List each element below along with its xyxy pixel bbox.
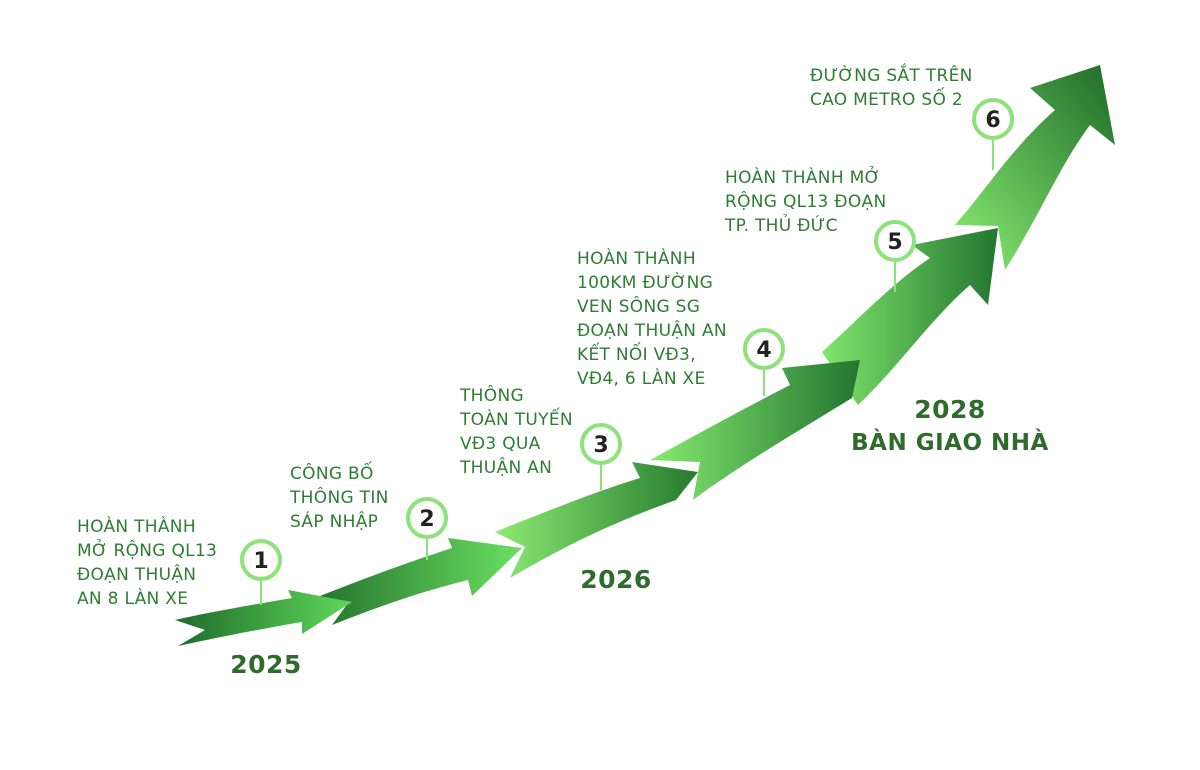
marker-6: 6 [972, 98, 1014, 170]
marker-5-number: 5 [887, 230, 902, 255]
step-2-line: THÔNG TIN [290, 488, 389, 508]
year-2028: 2028 [914, 395, 986, 424]
arrow-segment-3 [495, 462, 698, 578]
step-1-label: HOÀN THÀNH MỞ RỘNG QL13 ĐOẠN THUẬN AN 8 … [77, 515, 217, 611]
step-3-label: THÔNG TOÀN TUYẾN VĐ3 QUA THUẬN AN [460, 384, 573, 480]
year-2028-caption: BÀN GIAO NHÀ [851, 430, 1049, 456]
arrow-segment-6 [955, 65, 1115, 270]
step-3-line: THUẬN AN [460, 458, 553, 478]
marker-1: 1 [240, 539, 282, 605]
arrow-segment-4 [650, 360, 860, 500]
step-1-line: HOÀN THÀNH [77, 517, 196, 537]
step-4-line: VEN SÔNG SG [577, 297, 701, 317]
step-5-label: HOÀN THÀNH MỞ RỘNG QL13 ĐOẠN TP. THỦ ĐỨC [725, 166, 886, 238]
marker-5: 5 [874, 220, 916, 292]
step-3-line: THÔNG [460, 386, 524, 406]
marker-3-number: 3 [593, 433, 608, 458]
step-4-line: HOÀN THÀNH [577, 249, 696, 269]
step-1-line: AN 8 LÀN XE [77, 589, 189, 609]
step-1-line: MỞ RỘNG QL13 [77, 541, 218, 561]
marker-2-number: 2 [419, 507, 434, 532]
step-5-line: RỘNG QL13 ĐOẠN [725, 192, 887, 212]
arrow-segment-5 [822, 228, 998, 405]
step-4-label: HOÀN THÀNH 100KM ĐƯỜNG VEN SÔNG SG ĐOẠN … [577, 247, 727, 391]
marker-3: 3 [580, 423, 622, 490]
step-4-line: KẾT NỐI VĐ3, [577, 345, 696, 365]
year-2026: 2026 [580, 565, 652, 594]
step-4-line: VĐ4, 6 LÀN XE [577, 369, 706, 389]
step-6-line: CAO METRO SỐ 2 [810, 90, 963, 110]
step-6-label: ĐƯỜNG SẮT TRÊN CAO METRO SỐ 2 [810, 64, 973, 112]
marker-1-number: 1 [253, 549, 268, 574]
step-2-line: CÔNG BỐ [290, 464, 374, 484]
step-5-line: HOÀN THÀNH MỞ [725, 168, 881, 188]
arrow-segment-2 [310, 538, 522, 625]
step-1-line: ĐOẠN THUẬN [77, 565, 197, 585]
step-4-line: 100KM ĐƯỜNG [577, 273, 714, 293]
step-3-line: VĐ3 QUA [460, 434, 541, 454]
step-3-line: TOÀN TUYẾN [460, 410, 573, 430]
step-2-label: CÔNG BỐ THÔNG TIN SÁP NHẬP [290, 462, 389, 534]
step-5-line: TP. THỦ ĐỨC [725, 216, 838, 236]
step-4-line: ĐOẠN THUẬN AN [577, 321, 727, 341]
step-6-line: ĐƯỜNG SẮT TRÊN [810, 66, 973, 86]
marker-4-number: 4 [756, 338, 771, 363]
arrow-segment-1 [175, 590, 352, 646]
step-2-line: SÁP NHẬP [290, 512, 379, 532]
year-2025: 2025 [230, 650, 302, 679]
marker-6-number: 6 [985, 108, 1000, 133]
marker-2: 2 [406, 497, 448, 560]
marker-4: 4 [743, 328, 785, 396]
